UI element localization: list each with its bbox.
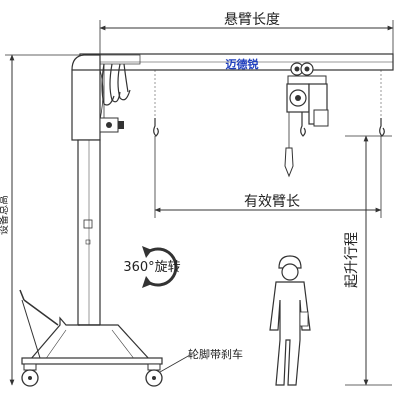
effective-arm-dimension: 有效臂长 (154, 136, 382, 218)
caster-wheel-right (145, 363, 163, 387)
pendant-control (284, 112, 294, 178)
rotation-indicator: 360°旋转 (123, 246, 181, 288)
worker-figure (269, 255, 311, 386)
mobile-base (19, 289, 163, 365)
rotation-label: 360°旋转 (123, 260, 180, 275)
spring-hook-left (153, 70, 159, 137)
boom-length-label: 悬臂长度 (224, 12, 280, 28)
mast-column (71, 54, 104, 326)
festoon-cables (101, 63, 131, 118)
wheel-brake-callout: 轮脚带刹车 (159, 347, 243, 373)
boom-length-dimension: 悬臂长度 (99, 12, 394, 55)
caster-wheel-left (21, 363, 39, 387)
boom-beam: 迈德锐 (79, 53, 394, 71)
effective-arm-label: 有效臂长 (244, 194, 300, 210)
wheel-brake-label: 轮脚带刹车 (188, 347, 243, 361)
brand-label: 迈德锐 (226, 57, 259, 71)
electric-hoist (286, 62, 329, 137)
slewing-motor (99, 117, 124, 133)
lift-stroke-dimension: 起升行程 (344, 135, 392, 386)
lift-stroke-label: 起升行程 (344, 232, 360, 288)
total-height-label: 设备总高 (0, 195, 10, 235)
total-height-dimension: 设备总高 (0, 54, 80, 386)
spring-hook-right (379, 70, 385, 137)
